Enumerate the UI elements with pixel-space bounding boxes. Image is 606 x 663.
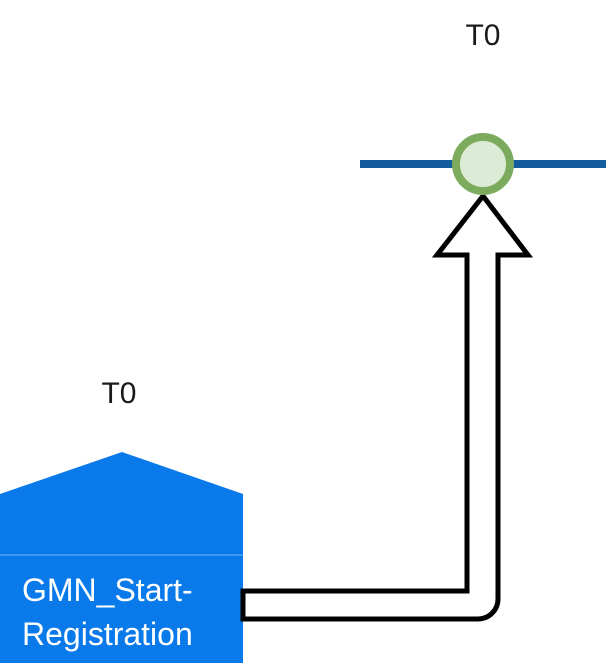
target-event-label: T0 bbox=[465, 19, 500, 52]
catch-event-group[interactable] bbox=[452, 133, 514, 195]
source-task-label: T0 bbox=[101, 377, 136, 410]
catch-event-circle[interactable] bbox=[452, 133, 514, 195]
source-task-title-line-2: Registration bbox=[22, 616, 193, 652]
message-flow-arrow[interactable] bbox=[240, 191, 534, 622]
source-task-title-line-1: GMN_Start- bbox=[22, 572, 193, 608]
source-task-pentagon[interactable] bbox=[0, 452, 243, 663]
source-task-shape-group[interactable] bbox=[0, 452, 243, 663]
